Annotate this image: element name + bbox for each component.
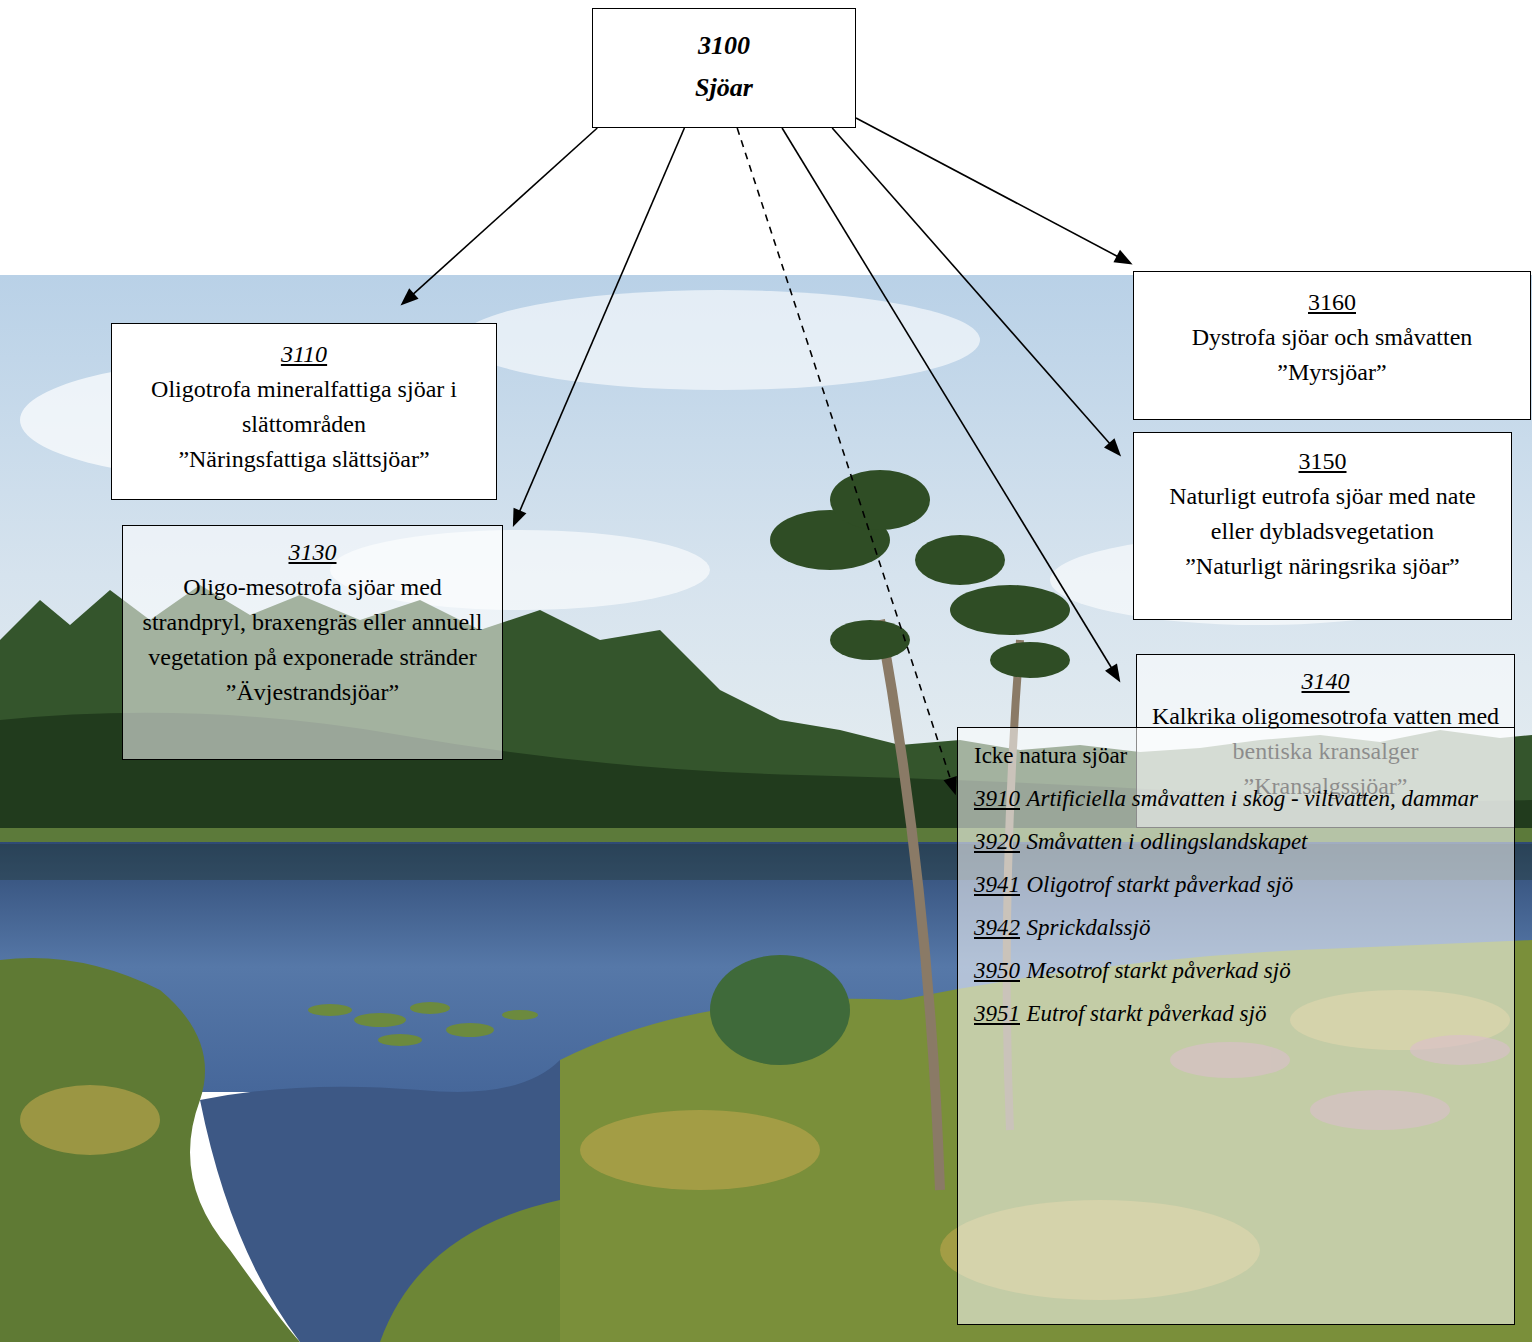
habitat-code: 3942 xyxy=(974,915,1020,940)
habitat-code: 3150 xyxy=(1146,443,1499,479)
habitat-description: Småvatten i odlingslandskapet xyxy=(1026,829,1307,854)
dashed-arrow xyxy=(737,128,957,795)
list-row: 3950Mesotrof starkt påverkad sjö xyxy=(974,949,1502,992)
arrow xyxy=(513,128,685,527)
habitat-name: Oligo-mesotrofa sjöar med strandpryl, br… xyxy=(135,570,490,675)
arrow-head xyxy=(1105,663,1120,682)
habitat-description: Artificiella småvatten i skog - viltvatt… xyxy=(1026,786,1478,811)
connector-line xyxy=(856,118,1118,257)
list-heading: Icke natura sjöar xyxy=(974,734,1502,777)
connector-line xyxy=(782,128,1112,669)
habitat-code: 3110 xyxy=(124,336,484,372)
habitat-description: Eutrof starkt påverkad sjö xyxy=(1026,1001,1266,1026)
habitat-code: 3910 xyxy=(974,786,1020,811)
arrow xyxy=(401,128,598,306)
habitat-name: Oligotrofa mineralfattiga sjöar i slätto… xyxy=(124,372,484,442)
habitat-code: 3941 xyxy=(974,872,1020,897)
habitat-code: 3951 xyxy=(974,1001,1020,1026)
habitat-code: 3140 xyxy=(1149,663,1502,699)
habitat-box: 3110Oligotrofa mineralfattiga sjöar i sl… xyxy=(111,323,497,500)
habitat-description: Sprickdalssjö xyxy=(1026,915,1150,940)
arrow-head xyxy=(401,288,419,305)
habitat-nickname: ”Näringsfattiga slättsjöar” xyxy=(124,442,484,477)
list-row: 3941Oligotrof starkt påverkad sjö xyxy=(974,863,1502,906)
habitat-name: Naturligt eutrofa sjöar med nate eller d… xyxy=(1146,479,1499,549)
arrow xyxy=(782,128,1120,682)
arrow-head xyxy=(513,508,527,527)
list-box: Icke natura sjöar3910Artificiella småvat… xyxy=(957,727,1515,1325)
habitat-description: Mesotrof starkt påverkad sjö xyxy=(1026,958,1290,983)
arrow-head xyxy=(1113,250,1132,265)
habitat-description: Oligotrof starkt påverkad sjö xyxy=(1026,872,1293,897)
habitat-nickname: ”Naturligt näringsrika sjöar” xyxy=(1146,549,1499,584)
arrow xyxy=(856,118,1133,264)
list-row: 3910Artificiella småvatten i skog - vilt… xyxy=(974,777,1502,820)
arrow-head xyxy=(1104,438,1121,456)
habitat-box: 3160Dystrofa sjöar och småvatten”Myrsjöa… xyxy=(1133,271,1531,420)
arrow xyxy=(832,128,1121,456)
diagram-title: Sjöar xyxy=(603,67,845,109)
list-row: 3951Eutrof starkt påverkad sjö xyxy=(974,992,1502,1035)
list-row: 3920Småvatten i odlingslandskapet xyxy=(974,820,1502,863)
habitat-code: 3130 xyxy=(135,534,490,570)
habitat-code: 3920 xyxy=(974,829,1020,854)
habitat-box: 3130Oligo-mesotrofa sjöar med strandpryl… xyxy=(122,525,503,760)
habitat-box: 3150Naturligt eutrofa sjöar med nate ell… xyxy=(1133,432,1512,620)
habitat-nickname: ”Ävjestrandsjöar” xyxy=(135,675,490,710)
list-row: 3942Sprickdalssjö xyxy=(974,906,1502,949)
habitat-code: 3160 xyxy=(1146,284,1518,320)
connector-line xyxy=(832,128,1110,444)
habitat-name: Dystrofa sjöar och småvatten xyxy=(1146,320,1518,355)
connector-line xyxy=(412,128,597,295)
arrow-head xyxy=(943,776,956,795)
connector-line xyxy=(519,128,684,512)
title-box: 3100Sjöar xyxy=(592,8,856,128)
habitat-code: 3950 xyxy=(974,958,1020,983)
habitat-nickname: ”Myrsjöar” xyxy=(1146,355,1518,390)
diagram-title: 3100 xyxy=(603,25,845,67)
